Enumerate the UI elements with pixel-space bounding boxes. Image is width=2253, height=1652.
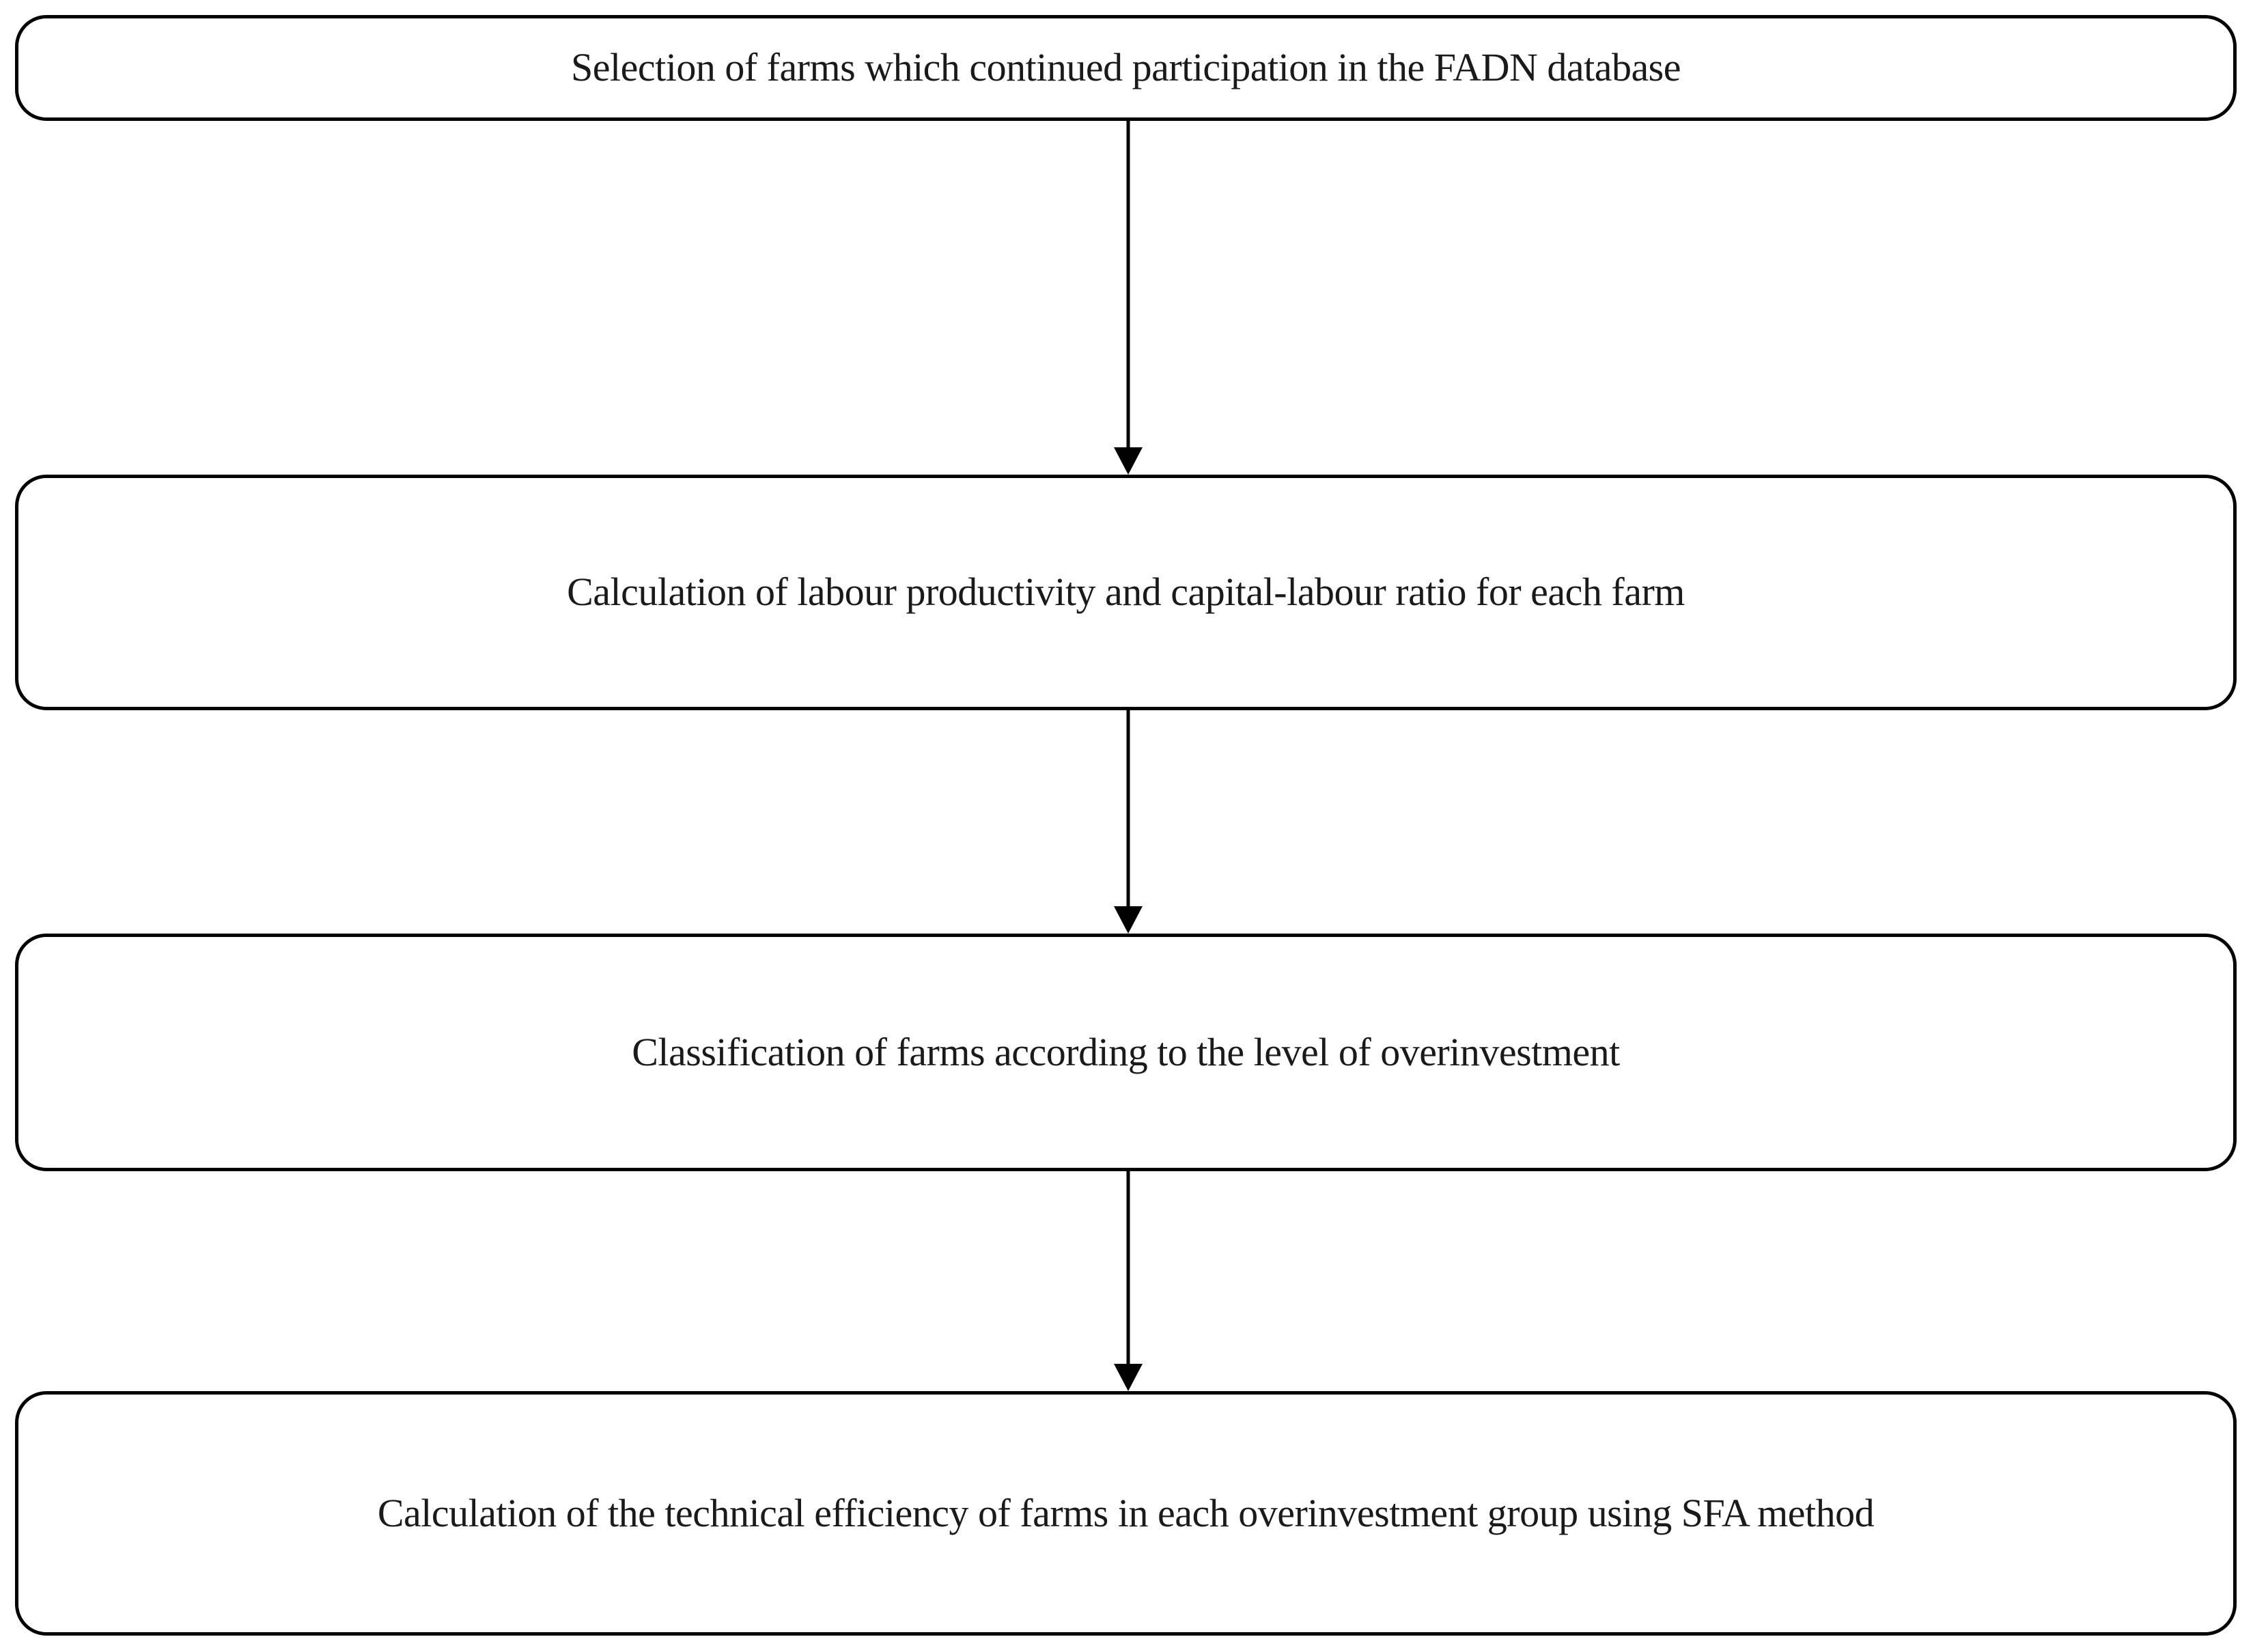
flow-node-2-label: Calculation of labour productivity and c… <box>567 570 1685 615</box>
flow-node-4[interactable]: Calculation of the technical efficiency … <box>15 1391 2237 1636</box>
flow-node-2[interactable]: Calculation of labour productivity and c… <box>15 475 2237 710</box>
flow-node-1[interactable]: Selection of farms which continued parti… <box>15 15 2237 121</box>
connector-2 <box>1108 710 1149 934</box>
arrow-down-icon-2 <box>1114 710 1143 934</box>
connector-3 <box>1108 1171 1149 1391</box>
flow-node-1-label: Selection of farms which continued parti… <box>570 45 1681 90</box>
flow-node-3-label: Classification of farms according to the… <box>632 1029 1620 1074</box>
arrow-down-icon-3 <box>1114 1171 1143 1391</box>
arrow-down-icon-1 <box>1114 121 1143 475</box>
flow-node-3[interactable]: Classification of farms according to the… <box>15 934 2237 1171</box>
connector-1 <box>1108 121 1149 475</box>
flow-node-4-label: Calculation of the technical efficiency … <box>377 1490 1875 1535</box>
